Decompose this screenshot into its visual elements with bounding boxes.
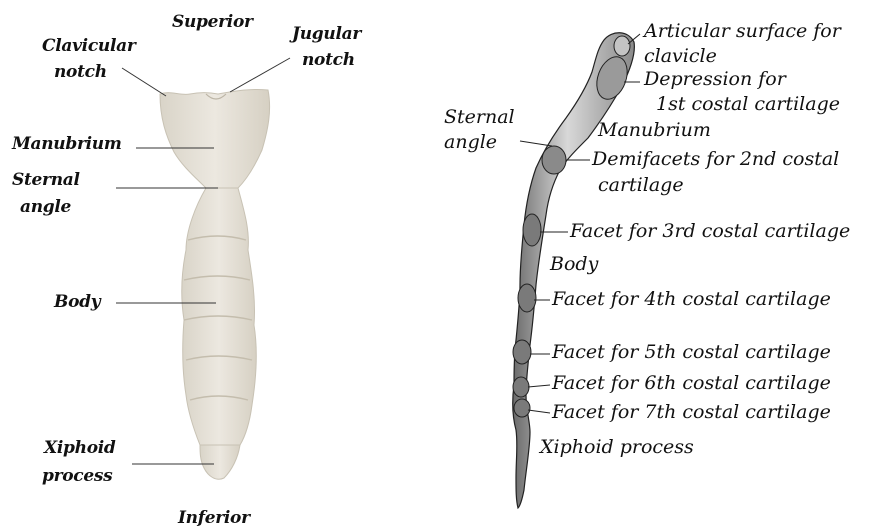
label-body-right: Body <box>550 255 598 274</box>
label-facet-7: Facet for 7th costal cartilage <box>552 403 831 422</box>
xiphoid-shape <box>200 445 240 479</box>
label-clavicular-notch-line1: Clavicular <box>42 38 135 55</box>
label-articular-surface-line1: Articular surface for <box>644 22 841 41</box>
label-clavicular-notch-line2: notch <box>54 64 107 81</box>
label-xiphoid-left-line1: Xiphoid <box>44 440 115 457</box>
label-manubrium-left: Manubrium <box>12 136 122 153</box>
label-body-left: Body <box>54 294 100 311</box>
label-superior: Superior <box>172 14 253 31</box>
label-depression-line2: 1st costal cartilage <box>656 95 840 114</box>
label-facet-4: Facet for 4th costal cartilage <box>552 290 831 309</box>
label-sternal-angle-right-line1: Sternal <box>444 108 515 127</box>
label-jugular-notch-line2: notch <box>302 52 355 69</box>
label-demifacets-line2: cartilage <box>598 176 684 195</box>
label-manubrium-right: Manubrium <box>598 121 711 140</box>
label-inferior: Inferior <box>178 510 250 527</box>
label-jugular-notch-line1: Jugular <box>292 26 361 43</box>
label-facet-6: Facet for 6th costal cartilage <box>552 374 831 393</box>
manubrium-shape <box>160 89 270 188</box>
label-sternal-angle-left-line1: Sternal <box>12 172 80 189</box>
label-articular-surface-line2: clavicle <box>644 47 717 66</box>
label-sternal-angle-right-line2: angle <box>444 133 497 152</box>
label-depression-line1: Depression for <box>644 70 786 89</box>
label-xiphoid-left-line2: process <box>42 468 112 485</box>
label-facet-3: Facet for 3rd costal cartilage <box>570 222 850 241</box>
label-demifacets-line1: Demifacets for 2nd costal <box>592 150 839 169</box>
label-sternal-angle-left-line2: angle <box>20 199 71 216</box>
label-xiphoid-right: Xiphoid process <box>540 438 694 457</box>
label-facet-5: Facet for 5th costal cartilage <box>552 343 831 362</box>
